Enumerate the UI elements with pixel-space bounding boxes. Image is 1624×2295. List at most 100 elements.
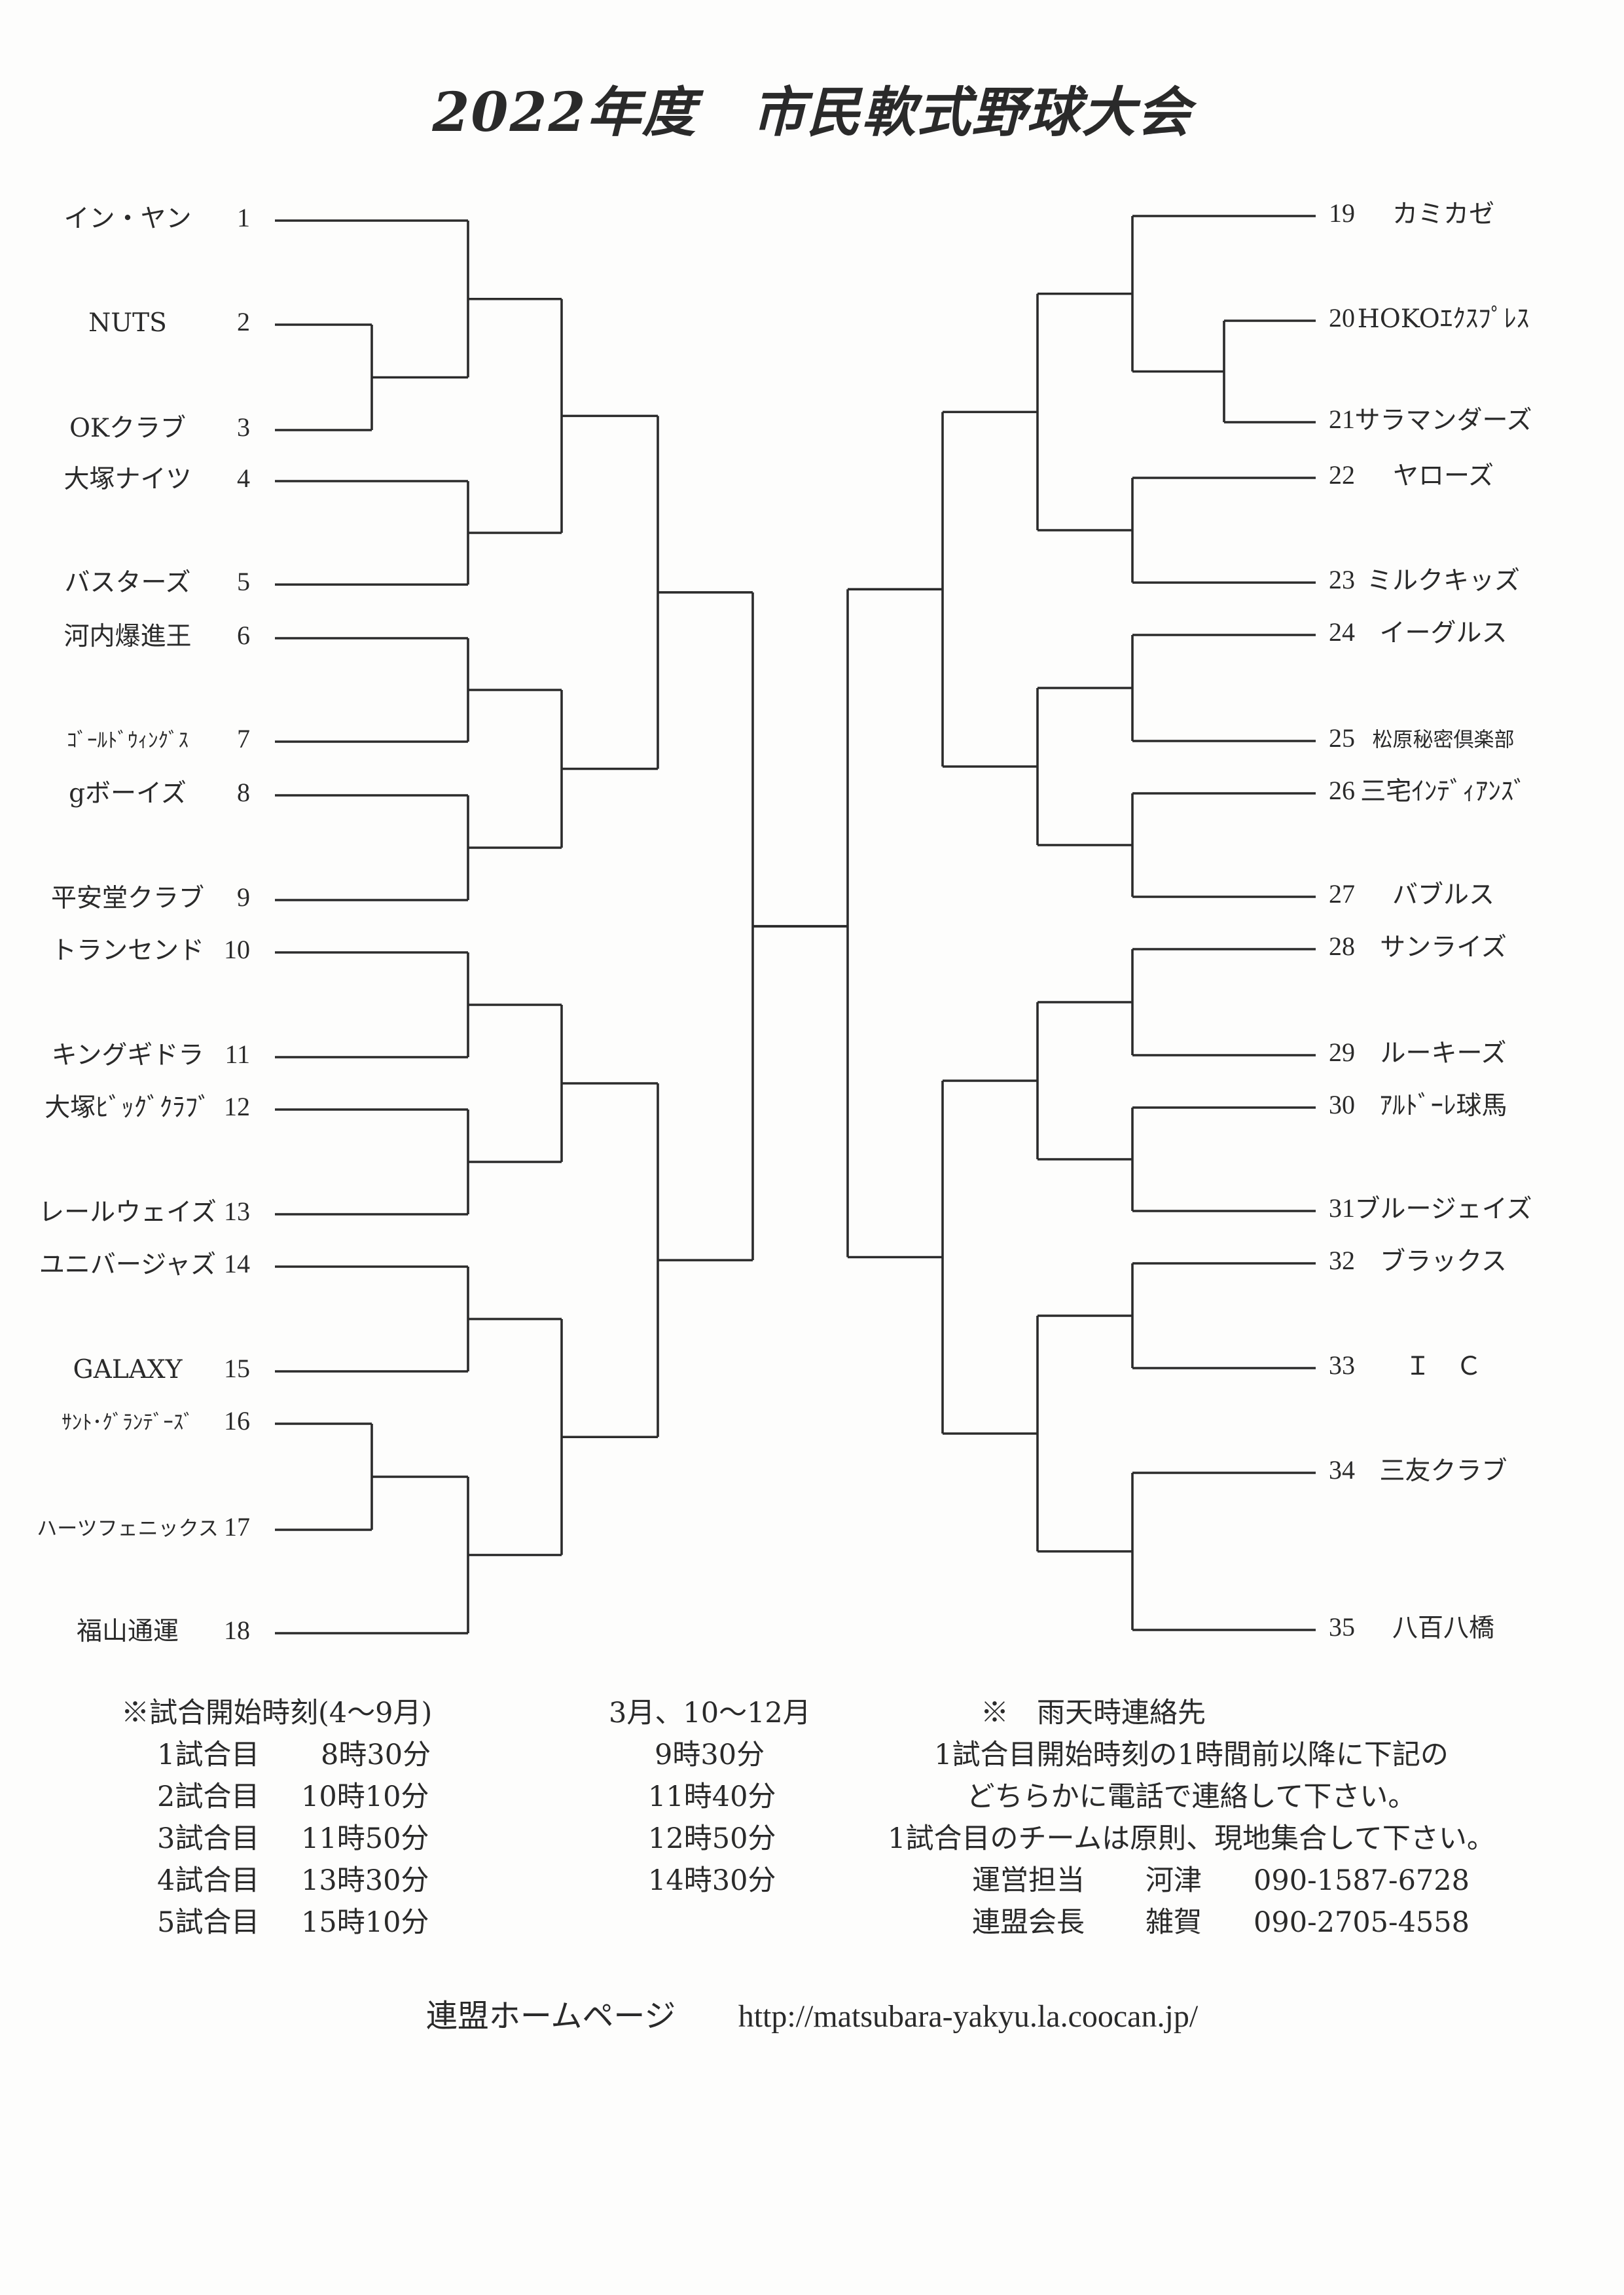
right-team-name: Ｉ Ｃ (1405, 1352, 1481, 1381)
right-team-name: カミカゼ (1392, 200, 1494, 229)
rain-line-1: 1試合目開始時刻の1時間前以降に下記の (934, 1739, 1449, 1771)
right-team-name: 八百八橋 (1392, 1614, 1494, 1643)
schedule-time-a-2: 10時10分 (301, 1780, 429, 1813)
contact-phone-2: 090-2705-4558 (1254, 1906, 1470, 1939)
left-team-name: ｺﾞｰﾙﾄﾞｳｨﾝｸﾞｽ (67, 729, 189, 753)
left-seed-number: 6 (237, 621, 250, 650)
left-team-name: gボーイズ (69, 779, 187, 808)
left-team-name: ハーツフェニックス (37, 1517, 218, 1541)
page-title: 2022年度 市民軟式野球大会 (432, 81, 1192, 144)
contact-role-2: 連盟会長 (972, 1906, 1085, 1939)
left-seed-number: 13 (224, 1197, 250, 1226)
left-team-name: イン・ヤン (63, 204, 191, 234)
footer: 連盟ホームページ http://matsubara-yakyu.la.cooca… (0, 1990, 1624, 2036)
right-seed-number: 31 (1329, 1193, 1355, 1223)
left-team-name: トランセンド (51, 936, 204, 966)
right-seed-number: 23 (1329, 565, 1355, 594)
right-seed-number: 25 (1329, 723, 1355, 753)
contact-name-2: 雑賀 (1146, 1906, 1202, 1939)
right-seed-number: 28 (1329, 931, 1355, 961)
right-team-name: ｱﾙﾄﾞｰﾚ球馬 (1379, 1091, 1507, 1121)
left-team-name: OKクラブ (69, 414, 186, 443)
left-seed-number: 3 (237, 412, 250, 442)
schedule-game-4: 4試合目 (157, 1864, 260, 1897)
right-team-name: ブラックス (1380, 1247, 1507, 1276)
left-team-name: 大塚ﾋﾞｯｸﾞｸﾗﾌﾞ (45, 1093, 211, 1123)
schedule-game-1: 1試合目 (157, 1739, 260, 1771)
schedule-time-a-3: 11時50分 (301, 1822, 429, 1855)
left-seed-number: 7 (237, 724, 250, 753)
right-seed-number: 35 (1329, 1612, 1355, 1642)
left-seed-number: 15 (224, 1354, 250, 1383)
right-seed-number: 21 (1329, 405, 1355, 434)
right-team-name: 三宅ｲﾝﾃﾞｨｱﾝｽﾞ (1360, 777, 1526, 806)
schedule-header-b: 3月、10～12月 (609, 1697, 811, 1729)
footer-url[interactable]: http://matsubara-yakyu.la.coocan.jp/ (738, 1999, 1199, 2034)
left-seed-number: 11 (225, 1039, 250, 1069)
right-team-name: サラマンダーズ (1354, 406, 1532, 435)
schedule-time-b-1: 9時30分 (655, 1739, 765, 1771)
left-seed-number: 12 (224, 1092, 250, 1121)
schedule-game-2: 2試合目 (157, 1780, 260, 1813)
left-seed-number: 9 (237, 882, 250, 912)
rain-title: ※ 雨天時連絡先 (981, 1697, 1206, 1729)
left-team-name: GALAXY (73, 1355, 183, 1384)
right-team-name: ミルクキッズ (1367, 566, 1520, 596)
left-team-name: NUTS (88, 308, 167, 338)
right-team-name: 三友クラブ (1379, 1456, 1507, 1486)
left-team-name: 大塚ナイツ (63, 465, 191, 494)
right-seed-number: 29 (1329, 1038, 1355, 1067)
right-seed-number: 27 (1329, 879, 1355, 909)
left-team-name: レールウェイズ (39, 1198, 217, 1227)
left-team-name: 平安堂クラブ (51, 884, 204, 913)
schedule-game-3: 3試合目 (157, 1822, 260, 1855)
schedule-time-b-2: 11時40分 (648, 1780, 776, 1813)
left-seed-number: 4 (237, 463, 250, 493)
left-team-name: 福山通運 (77, 1617, 179, 1646)
schedule-time-b-3: 12時50分 (648, 1822, 776, 1855)
left-team-name: ユニバージャズ (39, 1250, 216, 1280)
right-seed-number: 26 (1329, 776, 1355, 805)
left-team-name: 河内爆進王 (63, 622, 191, 651)
left-team-name: ｻﾝﾄ･ｸﾞﾗﾝﾃﾞｰｽﾞ (62, 1411, 194, 1435)
left-seed-number: 16 (224, 1406, 250, 1436)
right-team-name: ルーキーズ (1380, 1039, 1506, 1068)
schedule-time-a-1: 8時30分 (321, 1739, 431, 1771)
right-team-name: ブルージェイズ (1354, 1195, 1532, 1224)
right-seed-number: 19 (1329, 198, 1355, 228)
schedule-time-a-5: 15時10分 (301, 1906, 429, 1939)
rain-line-3: 1試合目のチームは原則、現地集合して下さい。 (888, 1822, 1495, 1855)
right-seed-number: 20 (1329, 303, 1355, 333)
right-seed-number: 32 (1329, 1246, 1355, 1275)
schedule-header-a: ※試合開始時刻(4～9月) (121, 1697, 433, 1729)
right-team-name: バブルス (1392, 880, 1494, 910)
right-seed-number: 30 (1329, 1090, 1355, 1119)
right-team-name: サンライズ (1380, 933, 1507, 962)
left-team-name: キングギドラ (52, 1041, 204, 1070)
right-team-name: 松原秘密倶楽部 (1373, 729, 1515, 752)
left-team-name: バスターズ (64, 568, 190, 598)
left-seed-number: 5 (237, 567, 250, 596)
left-seed-number: 10 (224, 935, 250, 964)
left-seed-number: 18 (224, 1616, 250, 1645)
left-seed-number: 14 (224, 1249, 250, 1278)
schedule-game-5: 5試合目 (157, 1906, 260, 1939)
contact-phone-1: 090-1587-6728 (1254, 1864, 1470, 1897)
right-seed-number: 22 (1329, 460, 1355, 490)
rain-line-2: どちらかに電話で連絡して下さい。 (966, 1780, 1416, 1813)
left-seed-number: 17 (224, 1512, 250, 1542)
right-seed-number: 33 (1329, 1350, 1355, 1380)
schedule-time-b-4: 14時30分 (648, 1864, 776, 1897)
contact-role-1: 運営担当 (972, 1864, 1085, 1897)
contact-name-1: 河津 (1146, 1864, 1202, 1897)
schedule-time-a-4: 13時30分 (301, 1864, 429, 1897)
right-seed-number: 34 (1329, 1455, 1355, 1485)
left-seed-number: 8 (237, 778, 250, 807)
right-seed-number: 24 (1329, 617, 1355, 647)
footer-label: 連盟ホームページ (425, 1998, 676, 2034)
left-seed-number: 2 (237, 307, 250, 336)
left-seed-number: 1 (237, 203, 250, 232)
right-team-name: イーグルス (1379, 619, 1507, 648)
right-team-name: HOKOｴｸｽﾌﾟﾚｽ (1358, 304, 1530, 334)
